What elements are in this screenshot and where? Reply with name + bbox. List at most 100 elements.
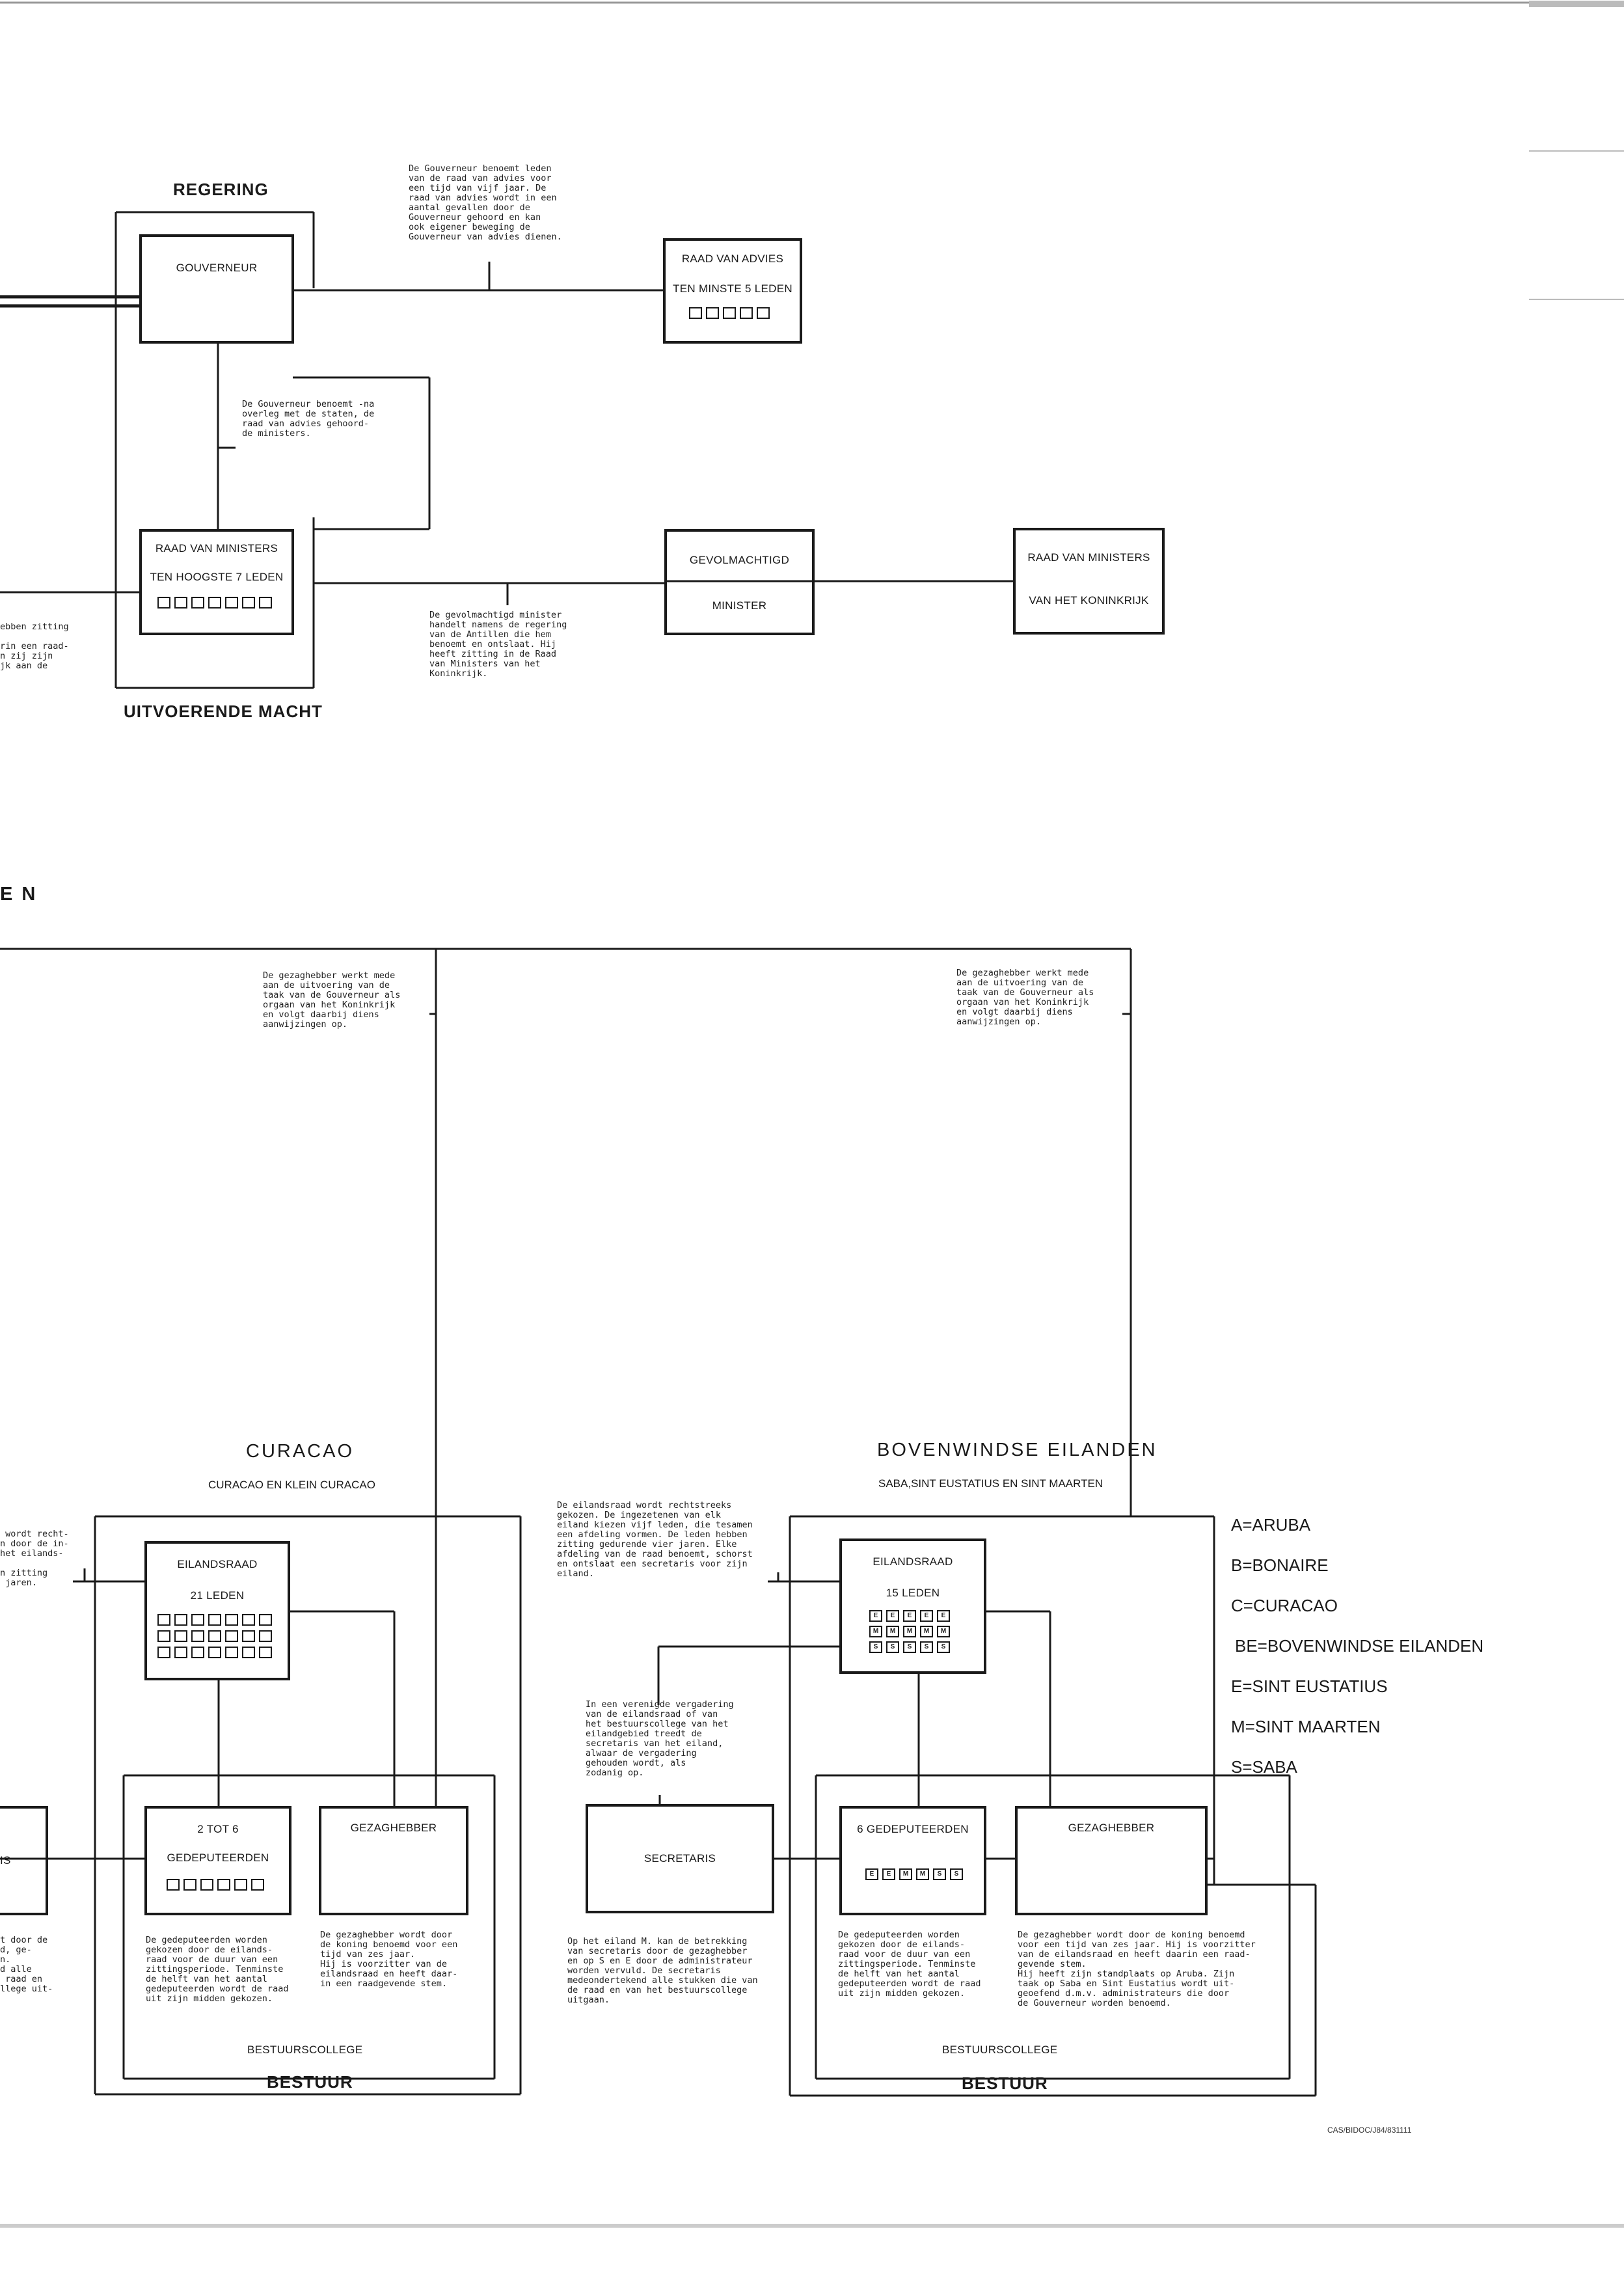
legend-item-bovenwindse: BE=BOVENWINDSE EILANDEN (1235, 1636, 1484, 1656)
gevolmachtigd-minister-box[interactable]: GEVOLMACHTIGD MINISTER (664, 529, 815, 635)
curacao-eilandsraad-box[interactable]: EILANDSRAAD 21 LEDEN (144, 1541, 290, 1680)
section-heading-fragment: E N (0, 884, 38, 905)
raad-van-ministers-members: TEN HOOGSTE 7 LEDEN (150, 571, 284, 583)
seat-square: M (886, 1626, 899, 1637)
bovenwindse-bestuurscollege: BESTUURSCOLLEGE (942, 2044, 1058, 2056)
note-gezaghebber-werkt-bovenwindse: De gezaghebber werkt mede aan de uitvoer… (956, 968, 1094, 1027)
curacao-subtitle: CURACAO EN KLEIN CURACAO (208, 1479, 375, 1491)
seat-square (191, 1614, 204, 1626)
legend-item-aruba: A=ARUBA (1231, 1515, 1311, 1535)
note-gevolmachtigd: De gevolmachtigd minister handelt namens… (429, 610, 567, 679)
seat-square: E (865, 1868, 878, 1880)
note-gezaghebber-bovenwindse: De gezaghebber wordt door de koning beno… (1018, 1930, 1256, 2008)
seat-square (157, 1647, 170, 1658)
note-verenigde-vergadering: In een verenigde vergadering van de eila… (586, 1699, 734, 1778)
seat-square (242, 1614, 255, 1626)
seat-square (242, 1647, 255, 1658)
seat-square (208, 597, 221, 609)
seat-square: M (899, 1868, 912, 1880)
seat-square (174, 597, 187, 609)
uitvoerende-macht-title: UITVOERENDE MACHT (124, 702, 323, 721)
seat-square: E (920, 1610, 933, 1622)
regering-title: REGERING (173, 180, 269, 199)
seat-square (225, 597, 238, 609)
seat-square (225, 1630, 238, 1642)
seat-square: S (950, 1868, 963, 1880)
raad-koninkrijk-sub: VAN HET KONINKRIJK (1029, 594, 1149, 607)
legend-item-curacao: C=CURACAO (1231, 1596, 1338, 1615)
curacao-title: CURACAO (246, 1441, 355, 1462)
seat-square (157, 597, 170, 609)
curacao-eilandsraad-seats (157, 1614, 288, 1658)
legend-item-sint-eustatius: E=SINT EUSTATIUS (1231, 1676, 1388, 1696)
note-gezaghebber-curacao: De gezaghebber wordt door de koning beno… (320, 1930, 458, 1989)
seat-square (242, 597, 255, 609)
raad-van-advies-box[interactable]: RAAD VAN ADVIES TEN MINSTE 5 LEDEN (663, 238, 802, 344)
raad-koninkrijk-label: RAAD VAN MINISTERS (1027, 551, 1150, 564)
seat-square (208, 1630, 221, 1642)
raad-van-ministers-label: RAAD VAN MINISTERS (155, 542, 278, 554)
seat-square: E (869, 1610, 882, 1622)
seat-square (757, 307, 770, 319)
bovenwindse-eilandsraad-label: EILANDSRAAD (873, 1555, 953, 1568)
bovenwindse-eilandsraad-members: 15 LEDEN (886, 1587, 940, 1599)
seat-square (157, 1614, 170, 1626)
note-secretaris: Op het eiland M. kan de betrekking van s… (567, 1936, 758, 2005)
seat-square: S (933, 1868, 946, 1880)
raad-koninkrijk-box[interactable]: RAAD VAN MINISTERS VAN HET KONINKRIJK (1013, 528, 1165, 635)
seat-square (200, 1879, 213, 1891)
bovenwindse-gezaghebber-box[interactable]: GEZAGHEBBER (1015, 1806, 1208, 1915)
curacao-gedeputeerden-count: 2 TOT 6 (197, 1823, 239, 1835)
raad-van-ministers-box[interactable]: RAAD VAN MINISTERS TEN HOOGSTE 7 LEDEN (139, 529, 294, 635)
seat-square (225, 1647, 238, 1658)
curacao-gedeputeerden-label: GEDEPUTEERDEN (167, 1852, 269, 1864)
bovenwindse-gezaghebber-label: GEZAGHEBBER (1068, 1822, 1155, 1834)
seat-square: M (903, 1626, 916, 1637)
curacao-bestuur: BESTUUR (267, 2072, 353, 2092)
note-left-cut-regering: ebben zitting rin een raad- n zij zijn j… (0, 622, 69, 671)
curacao-bestuurscollege: BESTUURSCOLLEGE (247, 2044, 363, 2056)
bovenwindse-bestuur: BESTUUR (962, 2073, 1048, 2093)
seat-square (208, 1647, 221, 1658)
minister-label: MINISTER (712, 599, 767, 612)
curacao-eilandsraad-members: 21 LEDEN (190, 1589, 245, 1602)
note-raad-van-advies: De Gouverneur benoemt leden van de raad … (409, 163, 562, 242)
note-eilandsraad-bovenwindse: De eilandsraad wordt rechtstreeks gekoze… (557, 1500, 753, 1579)
seat-square: S (937, 1641, 950, 1653)
curacao-gedeputeerden-box[interactable]: 2 TOT 6 GEDEPUTEERDEN (144, 1806, 291, 1915)
note-gedeputeerden-curacao: De gedeputeerden worden gekozen door de … (146, 1935, 289, 2004)
seat-square (242, 1630, 255, 1642)
seat-square (740, 307, 753, 319)
seat-square: M (916, 1868, 929, 1880)
seat-square (723, 307, 736, 319)
seat-square (689, 307, 702, 319)
seat-square: S (886, 1641, 899, 1653)
seat-square (251, 1879, 264, 1891)
note-left-cut-curacao-1: wordt recht- n door de in- het eilands- … (0, 1529, 69, 1588)
curacao-gezaghebber-box[interactable]: GEZAGHEBBER (319, 1806, 468, 1915)
seat-square (167, 1879, 180, 1891)
document-code: CAS/BIDOC/J84/831111 (1327, 2126, 1412, 2135)
bovenwindse-gedeputeerden-label: 6 GEDEPUTEERDEN (857, 1823, 969, 1835)
seat-square (208, 1614, 221, 1626)
raad-van-advies-seats (689, 307, 793, 319)
curacao-gezaghebber-label: GEZAGHEBBER (350, 1822, 437, 1834)
left-cut-label: IS (0, 1854, 11, 1867)
secretaris-box[interactable]: SECRETARIS (586, 1804, 774, 1913)
seat-square (259, 1630, 272, 1642)
seat-square (259, 597, 272, 609)
gouverneur-box[interactable]: GOUVERNEUR (139, 234, 294, 344)
seat-square (191, 1630, 204, 1642)
note-gezaghebber-werkt-curacao: De gezaghebber werkt mede aan de uitvoer… (263, 970, 401, 1030)
seat-square (191, 597, 204, 609)
seat-square (259, 1614, 272, 1626)
left-cut-box: IS (0, 1806, 48, 1915)
seat-square: M (869, 1626, 882, 1637)
seat-square: S (869, 1641, 882, 1653)
legend-item-saba: S=SABA (1231, 1757, 1297, 1777)
curacao-gedeputeerden-seats (167, 1879, 290, 1891)
